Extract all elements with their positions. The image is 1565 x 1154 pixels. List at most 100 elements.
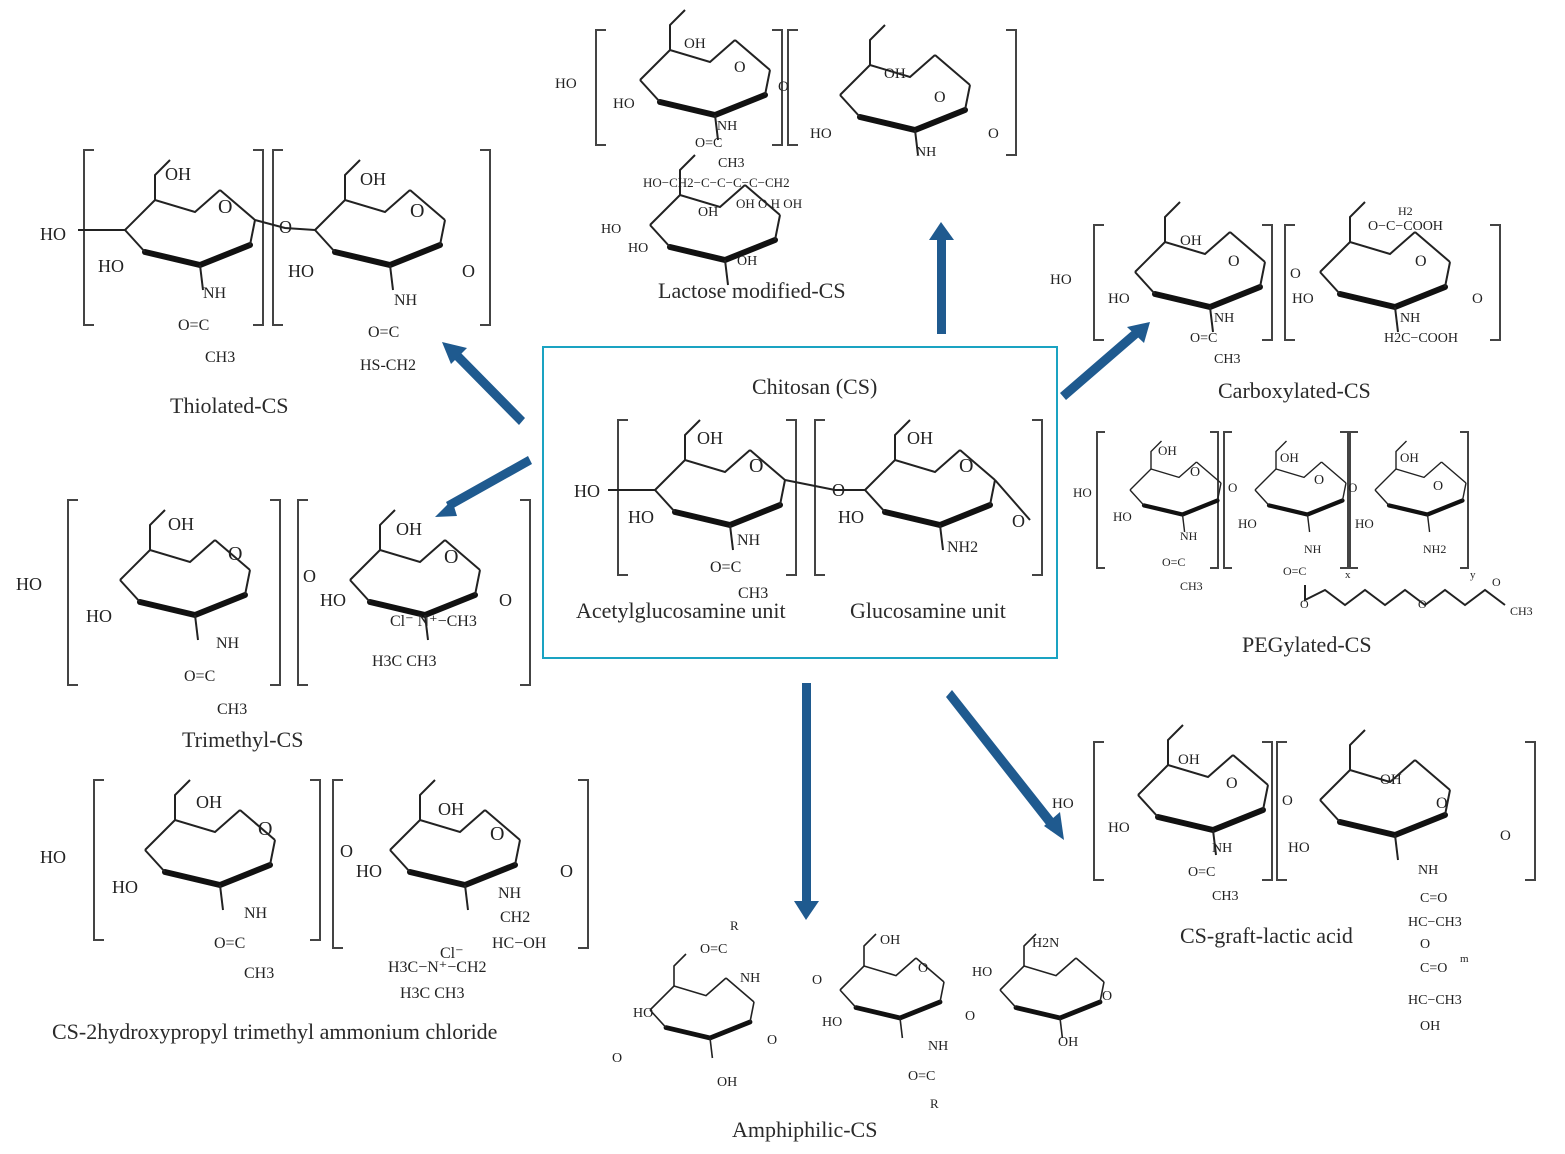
svg-text:OH: OH [1158,443,1177,458]
svg-text:CH3: CH3 [217,701,247,718]
svg-text:O: O [279,217,292,237]
svg-text:O=C: O=C [178,317,209,334]
svg-text:H3C CH3: H3C CH3 [372,653,436,670]
svg-text:CH3: CH3 [205,349,235,366]
svg-text:O: O [612,1051,622,1066]
svg-text:O=C: O=C [695,136,722,151]
svg-text:O: O [1228,480,1237,495]
svg-text:O: O [988,126,999,142]
svg-text:O: O [1102,989,1112,1004]
lactose-caption: Lactose modified-CS [658,278,846,303]
svg-text:HO−CH2−C−C−C−C−CH2: HO−CH2−C−C−C−C−CH2 [643,175,790,190]
svg-text:OH: OH [880,933,900,948]
svg-text:O=C: O=C [1188,865,1215,880]
svg-text:HO: HO [1108,820,1130,836]
svg-text:O: O [934,89,946,106]
svg-text:HC−OH: HC−OH [492,935,547,952]
svg-text:OH: OH [396,519,422,539]
svg-text:NH: NH [737,532,761,549]
svg-text:CH3: CH3 [1212,889,1238,904]
chitosan-box [542,346,1058,659]
svg-text:O−C−COOH: O−C−COOH [1368,219,1443,234]
svg-text:NH: NH [1400,311,1420,326]
svg-text:O: O [1012,511,1025,531]
svg-text:NH: NH [916,145,936,160]
svg-text:O: O [499,590,512,610]
svg-text:H2C−COOH: H2C−COOH [1384,331,1458,346]
svg-text:CH3: CH3 [244,965,274,982]
svg-text:O: O [1348,480,1357,495]
svg-text:OH: OH [1420,1019,1440,1034]
svg-text:OH: OH [907,428,933,448]
arrows [435,222,1150,920]
amphiphilic-structure: R O=C NH HO O O OH O OH O HO NH O=C R O … [612,918,1112,1111]
svg-text:O: O [340,841,353,861]
pegylated-structure: OH O HO HO NH O=C CH3 O OH O HO NH O=C O… [1073,431,1533,618]
svg-text:HO: HO [1108,291,1130,307]
svg-text:NH: NH [928,1039,948,1054]
hptmac-structure: OH O HO HO NH O=C CH3 O OH O HO NH CH2 H… [40,780,589,1002]
svg-text:R: R [930,1096,939,1111]
svg-text:CH3: CH3 [1510,604,1533,618]
svg-text:HC−CH3: HC−CH3 [1408,915,1462,930]
svg-text:OH: OH [1380,772,1402,788]
svg-text:OH: OH [438,799,464,819]
svg-text:O=C: O=C [1190,331,1217,346]
svg-text:HO: HO [356,861,382,881]
svg-text:NH: NH [1418,863,1438,878]
svg-text:O: O [462,261,475,281]
svg-text:O: O [965,1009,975,1024]
svg-text:O: O [218,196,232,218]
svg-text:OH: OH [884,66,906,82]
svg-text:H3C CH3: H3C CH3 [400,985,464,1002]
pegylated-caption: PEGylated-CS [1242,632,1372,657]
svg-text:O: O [1500,828,1511,844]
svg-text:HO: HO [613,96,635,112]
lactic-caption: CS-graft-lactic acid [1180,923,1353,948]
svg-text:NH: NH [498,885,522,902]
svg-text:OH: OH [697,428,723,448]
svg-text:O: O [1300,597,1309,611]
svg-text:NH: NH [1214,311,1234,326]
svg-text:HO: HO [1073,485,1092,500]
svg-text:O: O [410,200,424,222]
svg-text:NH: NH [1304,542,1322,556]
carboxylated-caption: Carboxylated-CS [1218,378,1371,403]
svg-text:HO: HO [1050,272,1072,288]
lactose-structure: OH O HO HO NH O=C CH3 O OH O HO NH O HO−… [555,10,1017,285]
svg-text:O: O [228,543,242,565]
svg-text:O: O [812,973,822,988]
svg-text:NH: NH [203,285,227,302]
svg-text:O=C: O=C [908,1069,935,1084]
svg-text:O: O [1433,479,1443,494]
svg-text:OH: OH [717,1075,737,1090]
svg-text:HO: HO [555,76,577,92]
svg-text:HC−CH3: HC−CH3 [1408,993,1462,1008]
svg-text:OH: OH [196,792,222,812]
svg-text:O: O [444,546,458,568]
svg-text:HO: HO [1052,796,1074,812]
trimethyl-structure: OH O HO HO NH O=C CH3 O OH O HO Cl⁻ N⁺−C… [16,499,531,718]
svg-text:HO: HO [16,574,42,594]
svg-text:Cl⁻: Cl⁻ [440,945,464,962]
svg-text:HO: HO [1355,516,1374,531]
lactic-structure: OH O HO HO NH O=C CH3 O OH O HO NH C=O H… [1052,725,1536,1034]
svg-text:H2: H2 [1398,204,1413,218]
svg-text:CH3: CH3 [738,585,768,602]
svg-text:R: R [730,918,739,933]
svg-text:HS-CH2: HS-CH2 [360,357,416,374]
svg-text:HO: HO [838,507,864,527]
glucosamine-label: Glucosamine unit [850,598,1006,623]
svg-text:OH O H OH: OH O H OH [736,196,802,211]
svg-text:x: x [1345,569,1351,581]
svg-text:O: O [1472,291,1483,307]
svg-text:O=C: O=C [368,324,399,341]
svg-text:OH: OH [360,169,386,189]
svg-text:O: O [303,566,316,586]
svg-text:HO: HO [972,965,992,980]
svg-text:HO: HO [1292,291,1314,307]
thiolated-structure: OH O HO HO NH O=C CH3 O OH O HO NH O=C H… [40,149,491,374]
svg-text:NH: NH [717,119,737,134]
svg-text:HO: HO [320,590,346,610]
svg-text:O: O [1290,266,1301,282]
